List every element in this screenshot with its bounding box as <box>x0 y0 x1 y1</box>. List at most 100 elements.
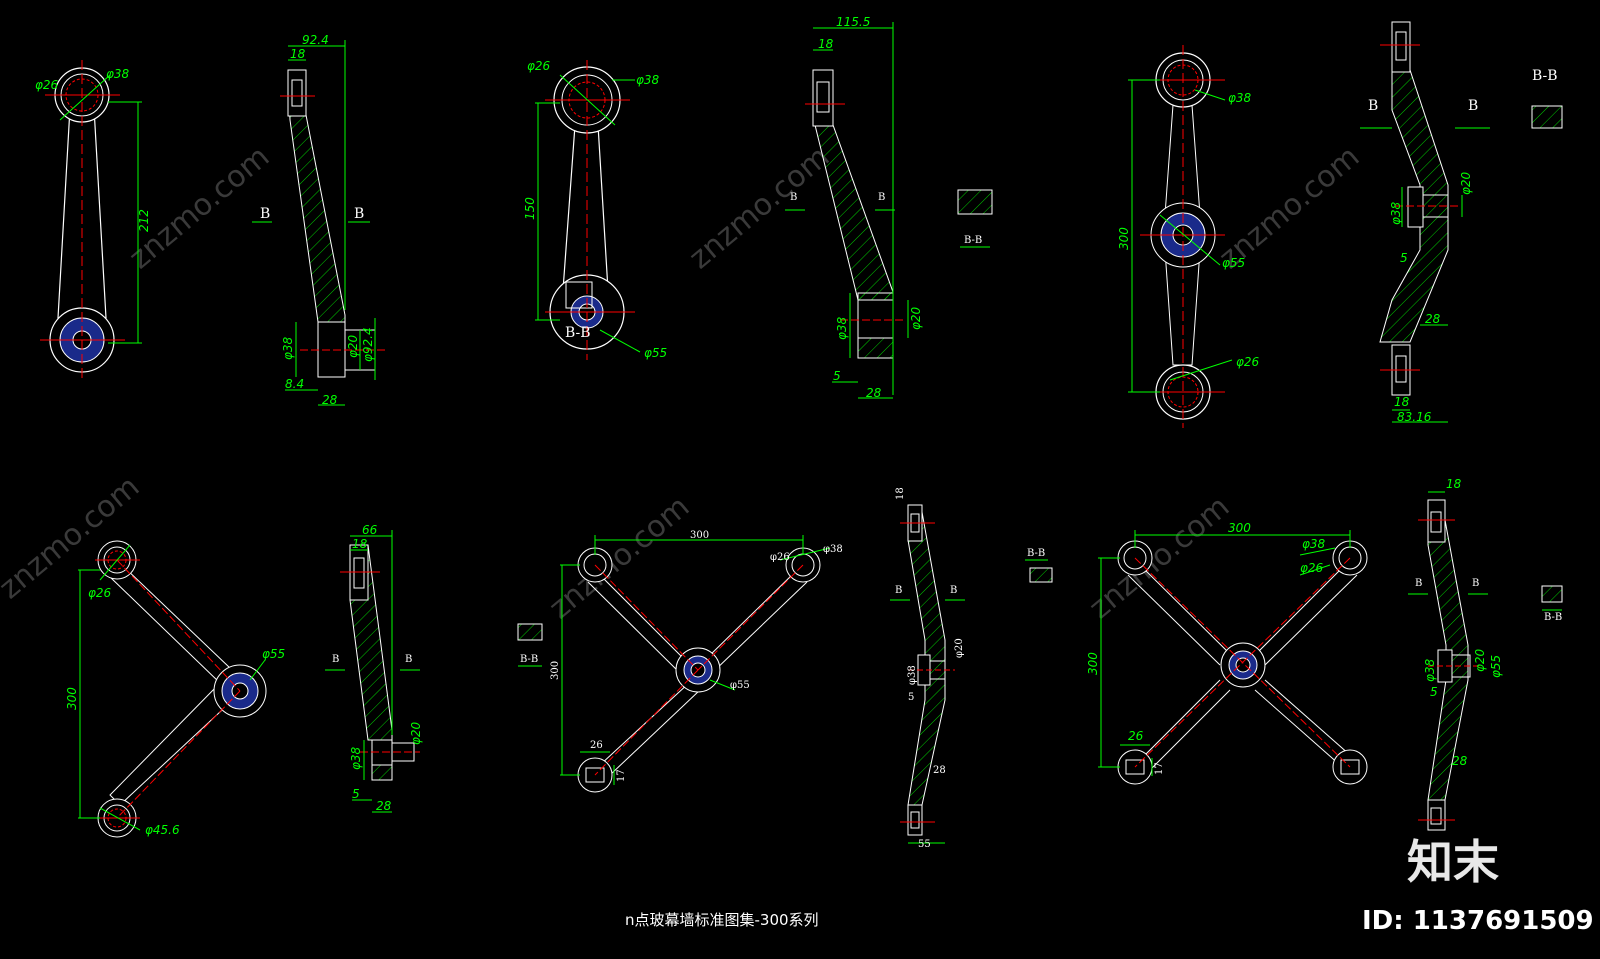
dim-label: 28 <box>1425 312 1441 326</box>
dim-label: 26 <box>1128 729 1144 743</box>
dim-label: 5 <box>908 692 914 703</box>
dim-label: φ20 <box>346 334 360 358</box>
view4-front: φ26 300 φ55 φ45.6 <box>65 540 285 838</box>
dim-label: 17 <box>1154 762 1165 775</box>
view6-front: 300 φ38 φ26 300 26 17 <box>1086 521 1368 785</box>
dim-label: 18 <box>290 47 306 61</box>
dim-label: φ26 <box>527 59 551 73</box>
section-mark: B <box>1468 98 1478 114</box>
dim-label: 28 <box>322 393 338 407</box>
dim-label: 28 <box>1452 754 1468 768</box>
section-label: B-B <box>1027 548 1045 559</box>
dim-label: 28 <box>376 799 392 813</box>
dim-label: φ55 <box>644 346 667 360</box>
dim-label: 150 <box>523 197 537 220</box>
drawing-title: n点玻幕墙标准图集-300系列 <box>625 911 819 929</box>
watermark-text: znzmo.com <box>0 469 146 606</box>
dim-label: φ55 <box>262 647 285 661</box>
dim-label: φ20 <box>1459 171 1473 195</box>
view5-front: 300 φ26 φ38 300 φ55 26 17 B-B <box>517 530 843 793</box>
dim-label: 300 <box>1228 521 1251 535</box>
dim-label: 300 <box>1117 227 1131 250</box>
dim-label: 18 <box>1446 477 1462 491</box>
view3-front: φ38 300 φ55 φ26 <box>1117 45 1260 428</box>
dim-label: 28 <box>866 386 882 400</box>
dim-label: φ26 <box>88 586 112 600</box>
dim-label: φ92.4 <box>361 327 375 362</box>
dim-label: 8.4 <box>285 377 304 391</box>
dim-label: φ55 <box>1222 256 1245 270</box>
dim-label: 18 <box>352 537 368 551</box>
section-label: B-B <box>565 325 591 341</box>
watermark-text: znzmo.com <box>543 489 697 626</box>
dim-label: φ20 <box>409 721 423 745</box>
dim-label: φ38 <box>1389 201 1403 225</box>
dim-label: 28 <box>933 765 946 776</box>
section-mark: B <box>1415 578 1422 589</box>
section-label: B-B <box>964 235 982 246</box>
dim-label: 300 <box>65 687 79 710</box>
dim-label: φ26 <box>1300 561 1324 575</box>
view6-side: 18 B B φ38 φ20 φ55 5 28 B-B <box>1408 477 1563 831</box>
section-label: B-B <box>1544 612 1562 623</box>
section-mark: B <box>354 206 364 222</box>
dim-label: 55 <box>918 839 931 850</box>
brand-logo: 知末 <box>1407 835 1499 889</box>
dim-label: 300 <box>690 530 709 541</box>
dim-label: φ38 <box>835 316 849 340</box>
section-mark: B <box>332 654 339 665</box>
dim-label: 18 <box>895 487 906 500</box>
dim-label: φ26 <box>770 552 790 563</box>
section-mark: B <box>405 654 412 665</box>
dim-label: 212 <box>137 209 151 232</box>
view3-side: B-B B B φ38 φ20 5 28 18 83.16 <box>1360 21 1563 424</box>
dim-label: φ38 <box>1302 537 1326 551</box>
view5-side: 18 B B φ38 φ20 5 28 55 B-B <box>890 487 1053 850</box>
dim-label: 300 <box>1086 652 1100 675</box>
dim-label: 18 <box>818 37 834 51</box>
dim-label: 26 <box>590 740 603 751</box>
section-mark: B <box>1472 578 1479 589</box>
dim-label: φ26 <box>1236 355 1260 369</box>
dim-label: φ20 <box>909 306 923 330</box>
dim-label: 5 <box>1430 685 1438 699</box>
section-mark: B <box>1368 98 1378 114</box>
view2-section: B-B <box>957 189 993 248</box>
dim-label: φ38 <box>636 73 660 87</box>
dim-label: φ26 <box>35 78 59 92</box>
dim-label: φ55 <box>1489 655 1503 678</box>
dim-label: φ38 <box>907 665 918 685</box>
dim-label: φ38 <box>1228 91 1252 105</box>
section-mark: B <box>878 192 885 203</box>
section-mark: B <box>895 585 902 596</box>
dim-label: φ38 <box>1423 658 1437 682</box>
dim-label: φ45.6 <box>145 823 180 837</box>
dim-label: 92.4 <box>302 33 329 47</box>
watermark-text: znzmo.com <box>123 139 277 276</box>
section-title: B-B <box>1532 68 1558 84</box>
view4-side: 66 18 B B φ38 φ20 5 28 <box>325 523 423 813</box>
section-label: B-B <box>520 654 538 665</box>
view1-side: 92.4 18 B B φ38 φ20 φ92.4 8.4 28 <box>252 33 385 407</box>
section-mark: B <box>790 192 797 203</box>
dim-label: 115.5 <box>836 15 870 29</box>
dim-label: φ38 <box>823 544 843 555</box>
id-label: ID: 1137691509 <box>1362 906 1594 936</box>
dim-label: 5 <box>352 787 360 801</box>
section-mark: B <box>950 585 957 596</box>
view1-front: φ26 φ38 212 <box>35 60 151 380</box>
dim-label: φ55 <box>730 680 750 691</box>
dim-label: 5 <box>1400 251 1408 265</box>
dim-label: 66 <box>362 523 378 537</box>
dim-label: 18 <box>1394 395 1410 409</box>
dim-label: φ20 <box>954 638 965 658</box>
dim-label: 300 <box>550 661 561 680</box>
dim-label: 5 <box>833 369 841 383</box>
dim-label: φ38 <box>106 67 130 81</box>
dim-label: φ20 <box>1473 648 1487 672</box>
dim-label: φ38 <box>281 336 295 360</box>
view2-side: 115.5 18 B B φ38 φ20 5 28 <box>785 15 923 400</box>
view2-front: φ26 φ38 150 B-B φ55 <box>523 59 667 360</box>
watermark-text: znzmo.com <box>683 139 837 276</box>
